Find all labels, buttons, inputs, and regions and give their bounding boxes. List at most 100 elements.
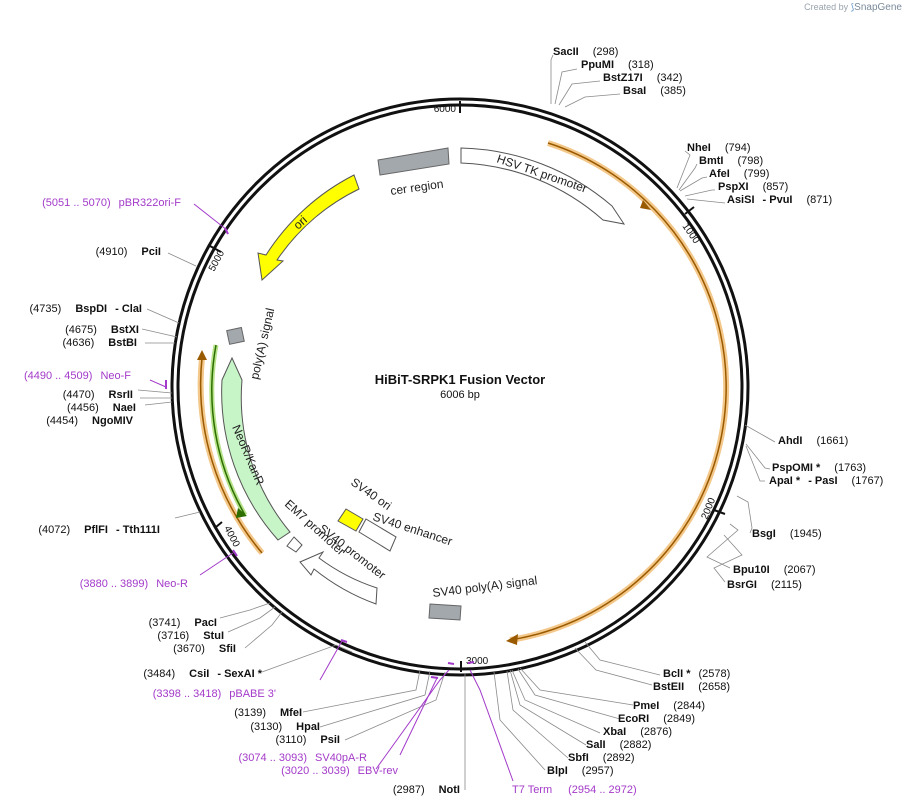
- feature-sv40-ori: [337, 508, 364, 532]
- snapgene-logo-icon: ⟆: [850, 2, 855, 12]
- orf-arcs: [197, 140, 730, 645]
- enzyme-name: AhdI: [778, 435, 802, 447]
- plasmid-name: HiBiT-SRPK1 Fusion Vector: [375, 372, 545, 387]
- svg-text:(4454)NgoMIV: (4454)NgoMIV: [46, 415, 133, 427]
- svg-text:BlpI(2957): BlpI(2957): [547, 765, 614, 777]
- svg-text:PmeI(2844): PmeI(2844): [633, 700, 705, 712]
- svg-text:(3716)StuI: (3716)StuI: [157, 630, 224, 642]
- feature-sv40-polya-signal: [428, 603, 462, 621]
- enzyme-name: NheI: [687, 142, 711, 154]
- tick-4000: 4000: [221, 524, 241, 549]
- feature-polya-signal-label: poly(A) signal: [247, 307, 277, 381]
- tick-5000-mark: [209, 245, 222, 253]
- enzyme-extra: - PvuI: [763, 194, 793, 206]
- enzyme-name: PciI: [141, 246, 161, 258]
- enzyme-name: NaeI: [113, 402, 136, 414]
- svg-text:NheI(794): NheI (794): [687, 142, 751, 154]
- enzyme-name: HpaI: [296, 721, 320, 733]
- svg-text:BstZ17I(342): BstZ17I(342): [603, 72, 682, 84]
- svg-text:(3130)HpaI: (3130)HpaI: [250, 721, 320, 733]
- primer-range: (4490 .. 4509): [24, 370, 93, 382]
- svg-text:(5051 .. 5070)pBR322ori-F: (5051 .. 5070)pBR322ori-F: [42, 197, 181, 209]
- tick-3000: 3000: [466, 656, 489, 667]
- feature-sv40-ori-label: SV40 ori: [348, 475, 394, 513]
- enzyme-pos: (857): [763, 181, 789, 193]
- enzyme-name: NotI: [439, 784, 460, 796]
- feature-sv40-polya-signal-label: SV40 poly(A) signal: [432, 573, 538, 600]
- enzyme-name: PacI: [194, 617, 217, 629]
- enzyme-name: BmtI: [699, 155, 723, 167]
- svg-text:PspOMI *(1763): PspOMI *(1763): [772, 462, 866, 474]
- enzyme-pos: (3741): [149, 617, 181, 629]
- enzyme-pos: (4470): [63, 389, 95, 401]
- svg-text:(3670)SfiI: (3670)SfiI: [173, 643, 236, 655]
- enzyme-name: BstXI: [111, 324, 139, 336]
- enzyme-name: XbaI: [603, 726, 626, 738]
- enzyme-pos: (1763): [834, 462, 866, 474]
- enzyme-pos: (2882): [620, 739, 652, 751]
- tick-6000: 6000: [434, 104, 457, 115]
- enzyme-extra: - ClaI: [115, 303, 142, 315]
- primer-marks: [165, 227, 475, 679]
- enzyme-name: EcoRI: [618, 713, 649, 725]
- svg-text:BsgI(1945): BsgI (1945): [752, 528, 822, 540]
- feature-cer-region-label: cer region: [389, 177, 444, 198]
- enzyme-labels-left: (2987) NotI (3110) PsiI (3130)HpaI (3139) M…: [30, 246, 460, 796]
- enzyme-extra: - Tth111I: [116, 524, 160, 536]
- enzyme-pos: (1945): [790, 528, 822, 540]
- enzyme-pos: (1767): [852, 475, 884, 487]
- primer-name: T7 Term: [512, 784, 552, 796]
- enzyme-pos: (3716): [157, 630, 189, 642]
- enzyme-pos: (2957): [582, 765, 614, 777]
- enzyme-pos: (318): [628, 59, 654, 71]
- enzyme-name: SfiI: [219, 643, 236, 655]
- svg-text:(3484)CsiI- SexAI *: (3484)CsiI- SexAI *: [143, 668, 262, 680]
- enzyme-name: BsgI: [752, 528, 776, 540]
- enzyme-name: AsiSI: [727, 194, 755, 206]
- enzyme-pos: (2658): [698, 681, 730, 693]
- feature-hsv-tk-promoter-label: HSV TK promoter: [495, 152, 589, 196]
- enzyme-extra: - SexAI *: [217, 668, 262, 680]
- primer-name: pBR322ori-F: [119, 197, 182, 209]
- feature-ori: [257, 174, 360, 281]
- svg-text:BmtI(798): BmtI(798): [699, 155, 763, 167]
- enzyme-pos: (4636): [62, 337, 94, 349]
- feature-em7-promoter: [286, 536, 303, 553]
- plasmid-length: 6006 bp: [440, 389, 480, 401]
- enzyme-name: BsaI: [623, 85, 646, 97]
- svg-text:SbfI(2892): SbfI(2892): [568, 752, 635, 764]
- enzyme-pos: (2067): [784, 564, 816, 576]
- enzyme-name: AfeI: [709, 168, 730, 180]
- svg-text:BclI *(2578): BclI *(2578): [663, 668, 730, 680]
- enzyme-pos: (3110): [275, 734, 306, 746]
- enzyme-lines-left: [137, 252, 466, 790]
- feature-sv40-enhancer: [358, 518, 397, 552]
- enzyme-pos: (4072): [38, 524, 70, 536]
- primer-lines: [149, 203, 514, 782]
- primer-range: (3074 .. 3093): [239, 752, 308, 764]
- enzyme-name: CsiI: [189, 668, 209, 680]
- enzyme-name: Bpu10I: [733, 564, 770, 576]
- enzyme-pos: (4910): [96, 246, 128, 258]
- primer-name: EBV-rev: [358, 765, 399, 777]
- svg-text:(4470)RsrII: (4470) RsrII: [63, 389, 133, 401]
- tick-2000-mark: [713, 509, 726, 515]
- enzyme-pos: (2987): [393, 784, 425, 796]
- enzyme-name: RsrII: [109, 389, 133, 401]
- orf-arrowhead-3: [197, 350, 207, 360]
- tick-5000: 5000: [207, 248, 227, 273]
- enzyme-name: MfeI: [280, 707, 302, 719]
- enzyme-pos: (794): [725, 142, 751, 154]
- svg-text:(4675)BstXI: (4675) BstXI: [65, 324, 139, 336]
- enzyme-name: PmeI: [633, 700, 659, 712]
- svg-text:(4735)BspDI- ClaI: (4735)BspDI- ClaI: [30, 303, 142, 315]
- enzyme-pos: (3139): [234, 707, 266, 719]
- enzyme-name: PsiI: [320, 734, 340, 746]
- credit-prefix: Created by: [804, 2, 849, 12]
- svg-text:(3020 .. 3039)EBV-rev: (3020 .. 3039)EBV-rev: [281, 765, 398, 777]
- enzyme-pos: (4675): [65, 324, 97, 336]
- svg-text:(3880 .. 3899)Neo-R: (3880 .. 3899)Neo-R: [80, 578, 188, 590]
- primer-range: (3880 .. 3899): [80, 578, 149, 590]
- svg-text:(3074 .. 3093)SV40pA-R: (3074 .. 3093)SV40pA-R: [239, 752, 368, 764]
